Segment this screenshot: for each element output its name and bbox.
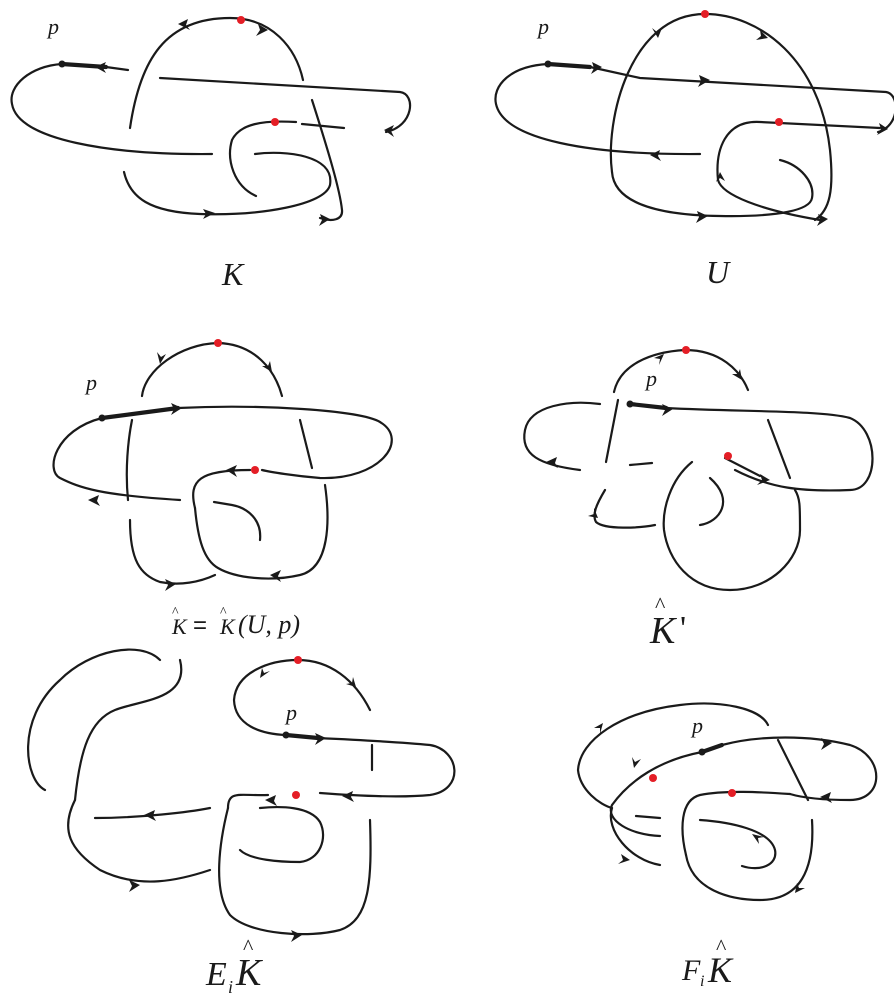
diagram-K-hat — [52, 339, 393, 591]
basepoint-label: p — [48, 14, 59, 39]
arrow-marker — [591, 62, 602, 74]
arrow-marker — [546, 457, 558, 468]
marked-point-red — [682, 346, 690, 354]
caption-K-main: K — [708, 950, 733, 990]
arrow-marker — [260, 668, 270, 678]
arrow-marker — [662, 404, 673, 416]
marked-point-red — [649, 774, 657, 782]
hat-accent: ^ — [172, 605, 179, 620]
arrow-marker — [203, 209, 215, 219]
arrow-marker — [88, 495, 100, 506]
arrow-marker — [315, 733, 326, 745]
arrow-marker — [171, 403, 182, 415]
arrow-marker — [144, 810, 156, 821]
arrow-marker — [256, 24, 268, 36]
arrow-marker — [632, 757, 641, 768]
arrow-marker — [756, 30, 768, 40]
marked-point-red — [294, 656, 302, 664]
marked-point-red — [775, 118, 783, 126]
arrow-marker — [270, 570, 281, 582]
arrow-marker — [95, 62, 106, 73]
operator-F: F — [682, 954, 701, 987]
basepoint-dot — [58, 60, 66, 68]
marked-point-red — [214, 339, 222, 347]
marked-point-red — [271, 118, 279, 126]
arrow-marker — [650, 150, 661, 161]
diagram-U — [494, 10, 894, 226]
arrow-marker — [795, 883, 805, 893]
equals-sign: = — [193, 612, 208, 639]
basepoint-dot — [698, 748, 706, 756]
arrow-marker — [654, 354, 664, 365]
basepoint-label: p — [86, 370, 97, 395]
arrow-marker — [820, 792, 832, 803]
arrow-marker — [618, 854, 630, 864]
hat-accent: ^ — [220, 605, 227, 620]
basepoint-dot — [544, 60, 552, 68]
basepoint-dot — [98, 414, 106, 422]
prime-mark: ' — [680, 610, 687, 647]
hat-accent: ^ — [716, 934, 727, 959]
operator-E: E — [206, 956, 227, 993]
marked-point-red — [701, 10, 709, 18]
caption-K-hat-lhs: K — [172, 614, 187, 639]
arrow-marker — [821, 738, 832, 750]
basepoint-label: p — [538, 14, 549, 39]
basepoint-dot — [626, 400, 634, 408]
hat-accent: ^ — [243, 934, 254, 959]
subscript-i: i — [700, 973, 705, 990]
diagram-Fi-K-hat — [576, 702, 878, 902]
arrow-marker — [652, 28, 662, 38]
marked-point-red — [251, 466, 259, 474]
arrow-marker — [757, 474, 770, 485]
caption-args: (U, p) — [238, 610, 301, 639]
diagram-Ei-K-hat — [27, 648, 456, 942]
arrow-marker — [732, 369, 742, 380]
arrow-marker — [698, 75, 710, 87]
arrow-marker — [265, 795, 277, 806]
diagram-K-hat-prime — [523, 346, 874, 592]
basepoint-label: p — [692, 713, 703, 738]
arrow-marker — [817, 214, 828, 226]
arrow-marker — [165, 579, 176, 591]
marked-point-red — [237, 16, 245, 24]
arrow-marker — [346, 677, 356, 687]
arrow-marker — [157, 352, 166, 364]
arrow-marker — [384, 125, 394, 137]
arrow-marker — [752, 834, 764, 844]
arrow-marker — [226, 465, 237, 477]
arrow-marker — [178, 19, 190, 30]
subscript-i: i — [228, 977, 234, 997]
arrow-marker — [877, 123, 888, 135]
caption-U: U — [706, 254, 730, 290]
hat-accent: ^ — [655, 592, 666, 617]
basepoint-dot — [282, 731, 290, 739]
arrow-marker — [319, 214, 330, 226]
caption-K-main: K — [650, 610, 676, 652]
arrow-marker — [594, 723, 603, 734]
arrow-marker — [291, 930, 302, 942]
basepoint-label: p — [286, 700, 297, 725]
arrow-marker — [716, 172, 725, 182]
caption-K-hat-rhs: K — [220, 614, 235, 639]
marked-point-red — [292, 791, 300, 799]
caption-K-main: K — [236, 952, 262, 994]
basepoint-label: p — [646, 366, 657, 391]
arrow-marker — [129, 880, 140, 892]
caption-K: K — [222, 256, 244, 292]
marked-point-red — [724, 452, 732, 460]
marked-point-red — [728, 789, 736, 797]
diagram-K — [10, 16, 412, 226]
arrow-marker — [696, 211, 708, 223]
arrow-marker — [342, 791, 354, 802]
arrow-marker — [262, 361, 272, 372]
arrow-marker — [588, 508, 598, 518]
